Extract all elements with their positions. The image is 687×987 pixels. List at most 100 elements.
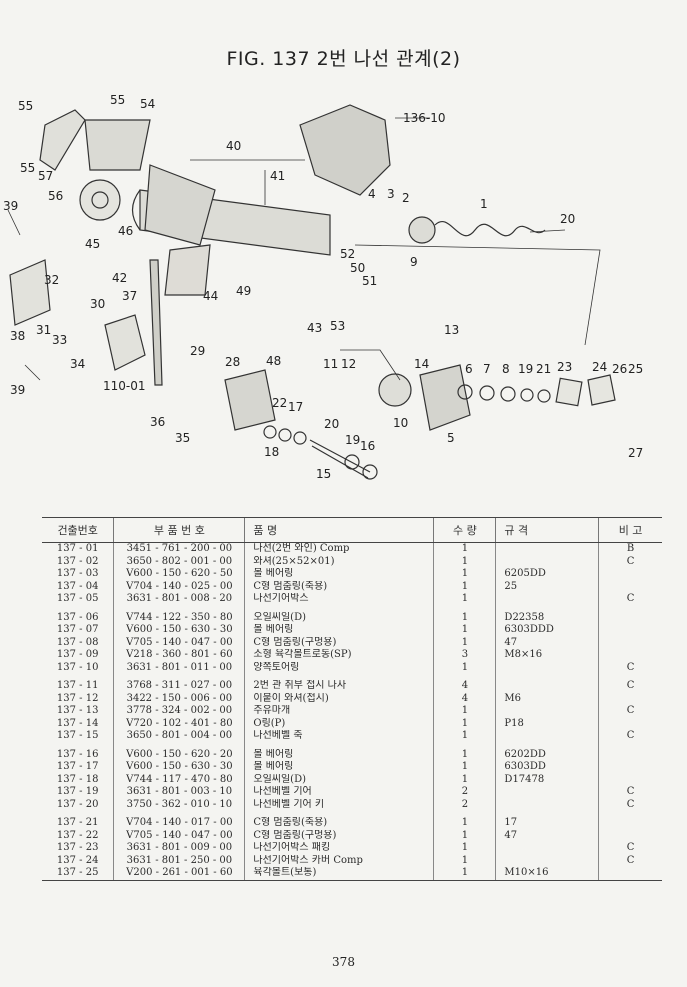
header-item-no: 건출번호: [42, 517, 114, 543]
part-name-cell: 오일씨일(D): [244, 773, 434, 786]
remarks-cell: C: [598, 842, 662, 855]
item-no-cell: 137 - 19: [56, 786, 99, 798]
remarks-cell: C: [598, 786, 662, 799]
spec-cell: P18: [495, 717, 599, 730]
callout-label: 21: [536, 362, 551, 376]
part-no-cell: V705 - 140 - 047 - 00: [113, 636, 245, 649]
group-spacer: [42, 811, 662, 817]
part-no-cell: V704 - 140 - 025 - 00: [113, 580, 245, 593]
spacer-cell: [244, 811, 434, 817]
spec-cell: M6: [495, 692, 599, 705]
remarks-cell: [598, 568, 662, 581]
spec-cell: [495, 842, 599, 855]
callout-label: 19: [518, 362, 533, 376]
callout-label: 31: [36, 323, 51, 337]
remarks-cell: [598, 636, 662, 649]
quantity-cell: 2: [433, 798, 496, 811]
item-no-cell: 137 - 11: [56, 680, 99, 692]
remarks-cell: [598, 867, 662, 881]
remarks-cell: C: [598, 680, 662, 693]
callout-label: 2: [402, 191, 410, 205]
part-no-cell: V744 - 117 - 470 - 80: [113, 773, 245, 786]
part-no-cell: V705 - 140 - 047 - 00: [113, 829, 245, 842]
callout-label: 35: [175, 431, 190, 445]
spec-cell: [495, 593, 599, 606]
callout-label: 36: [150, 415, 165, 429]
quantity-cell: 1: [433, 661, 496, 674]
quantity-cell: 3: [433, 649, 496, 662]
part-no-cell: 3631 - 801 - 003 - 10: [113, 786, 245, 799]
part-no-cell: 3778 - 324 - 002 - 00: [113, 705, 245, 718]
item-no-cell: 137 - 01: [56, 543, 99, 555]
spacer-cell: [598, 811, 662, 817]
spec-cell: [495, 680, 599, 693]
spec-cell: M8×16: [495, 649, 599, 662]
callout-label: 32: [44, 273, 59, 287]
spec-cell: [495, 730, 599, 743]
quantity-cell: 1: [433, 580, 496, 593]
spec-cell: 47: [495, 636, 599, 649]
callout-label: 40: [226, 139, 241, 153]
spec-cell: [495, 661, 599, 674]
item-no-cell: 137 - 21: [56, 817, 99, 829]
spec-cell: 47: [495, 829, 599, 842]
quantity-cell: 1: [433, 555, 496, 568]
remarks-cell: [598, 773, 662, 786]
quantity-cell: 1: [433, 867, 496, 881]
part-no-cell: V600 - 150 - 620 - 20: [113, 748, 245, 761]
spec-cell: [495, 854, 599, 867]
callout-label: 38: [10, 329, 25, 343]
remarks-cell: C: [598, 661, 662, 674]
callout-label: 20: [560, 212, 575, 226]
part-no-cell: V600 - 150 - 630 - 30: [113, 761, 245, 774]
callout-label: 51: [362, 274, 377, 288]
spacer-cell: [433, 811, 496, 817]
spacer-cell: [113, 811, 245, 817]
spacer-cell: [598, 674, 662, 680]
callout-label: 26: [612, 362, 627, 376]
callout-label: 8: [502, 362, 510, 376]
remarks-cell: [598, 748, 662, 761]
part-no-cell: V720 - 102 - 401 - 80: [113, 717, 245, 730]
part-name-cell: 육각볼트(보통): [244, 867, 434, 881]
part-name-cell: 볼 베어링: [244, 624, 434, 637]
page-number: 378: [332, 955, 355, 969]
callout-label: 22: [272, 396, 287, 410]
part-no-cell: 3631 - 801 - 011 - 00: [113, 661, 245, 674]
callout-label: 10: [393, 416, 408, 430]
item-no-cell: 137 - 16: [56, 748, 99, 760]
part-name-cell: C형 멈춤링(축용): [244, 817, 434, 830]
quantity-cell: 4: [433, 692, 496, 705]
callout-label: 42: [112, 271, 127, 285]
callout-label: 44: [203, 289, 218, 303]
callout-label: 24: [592, 360, 607, 374]
remarks-cell: [598, 761, 662, 774]
quantity-cell: 1: [433, 854, 496, 867]
part-no-cell: 3631 - 801 - 009 - 00: [113, 842, 245, 855]
quantity-cell: 1: [433, 705, 496, 718]
item-no-cell: 137 - 08: [56, 636, 99, 648]
callout-label: 39: [10, 383, 25, 397]
spacer-cell: [495, 811, 599, 817]
spacer-cell: [113, 742, 245, 749]
remarks-cell: C: [598, 593, 662, 606]
callout-label: 17: [288, 400, 303, 414]
callout-label: 45: [85, 237, 100, 251]
callout-label: 29: [190, 344, 205, 358]
quantity-cell: 1: [433, 829, 496, 842]
spec-cell: [495, 705, 599, 718]
callout-label: 12: [341, 357, 356, 371]
part-no-cell: 3451 - 761 - 200 - 00: [113, 542, 245, 556]
item-no-cell: 137 - 06: [56, 611, 99, 623]
item-no-cell: 137 - 23: [56, 842, 99, 854]
header-quantity: 수 량: [433, 517, 496, 543]
spec-cell: [495, 542, 599, 556]
